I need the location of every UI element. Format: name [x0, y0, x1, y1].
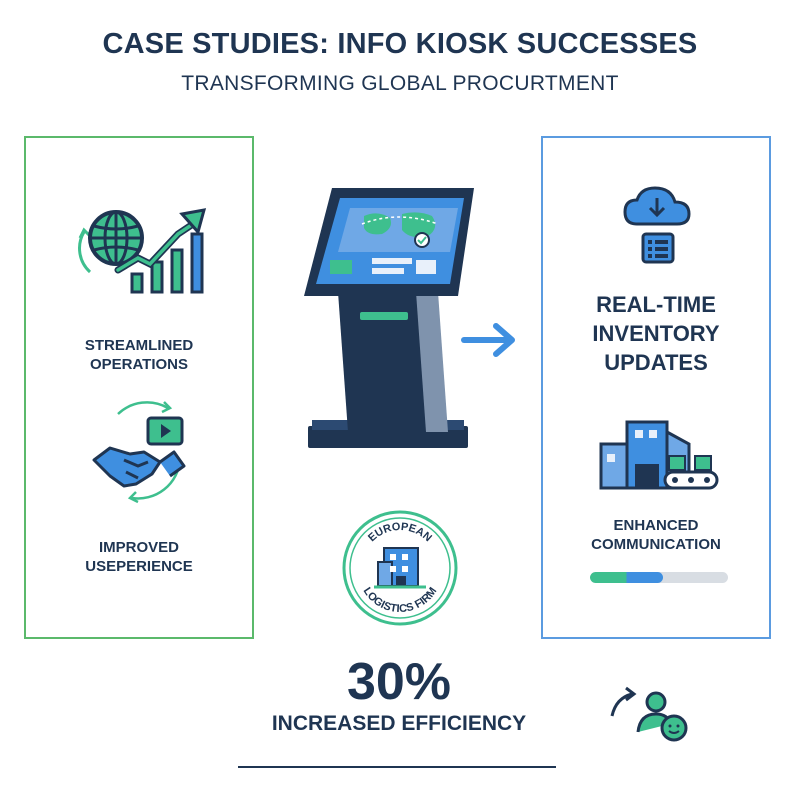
right-feature-panel: REAL-TIME INVENTORY UPDATES ENHANCED COM… — [541, 136, 771, 639]
feature-label-line: COMMUNICATION — [591, 536, 721, 553]
cloud-list-icon — [621, 184, 693, 271]
footer-divider — [238, 766, 556, 768]
streamlined-operations-label: STREAMLINED OPERATIONS — [26, 336, 252, 374]
feature-label-line: UPDATES — [604, 350, 708, 375]
arrow-right-icon — [460, 318, 520, 367]
feature-label-line: REAL-TIME — [596, 292, 716, 317]
feature-label-line: STREAMLINED — [84, 337, 194, 354]
real-time-inventory-label: REAL-TIME INVENTORY UPDATES — [543, 290, 769, 377]
info-kiosk-icon — [298, 180, 478, 455]
feature-label-line: USEPERIENCE — [85, 558, 193, 575]
feature-label-line: OPERATIONS — [89, 356, 189, 373]
progress-fill — [590, 572, 664, 583]
page-title: CASE STUDIES: INFO KIOSK SUCCESSES — [102, 28, 698, 60]
improved-experience-label: IMPROVED USEPERIENCE — [26, 538, 252, 576]
feature-label-line: IMPROVED — [98, 539, 179, 556]
user-growth-icon — [606, 684, 694, 749]
globe-growth-chart-icon — [70, 202, 210, 299]
left-feature-panel: STREAMLINED OPERATIONS IMPROVED USEPERIE… — [24, 136, 254, 639]
building-seal-icon: EUROPEAN LOGISTICS FIRM — [340, 508, 460, 633]
progress-bar — [590, 572, 728, 583]
enhanced-communication-label: ENHANCED COMMUNICATION — [543, 516, 769, 554]
efficiency-stat-value: 30% — [346, 653, 452, 711]
efficiency-stat-label: INCREASED EFFICIENCY — [271, 712, 527, 735]
warehouse-conveyor-icon — [597, 416, 721, 501]
feature-label-line: ENHANCED — [613, 517, 699, 534]
handshake-video-icon — [88, 400, 200, 509]
page-subtitle: TRANSFORMING GLOBAL PROCURTMENT — [181, 72, 619, 95]
feature-label-line: INVENTORY — [592, 321, 720, 346]
